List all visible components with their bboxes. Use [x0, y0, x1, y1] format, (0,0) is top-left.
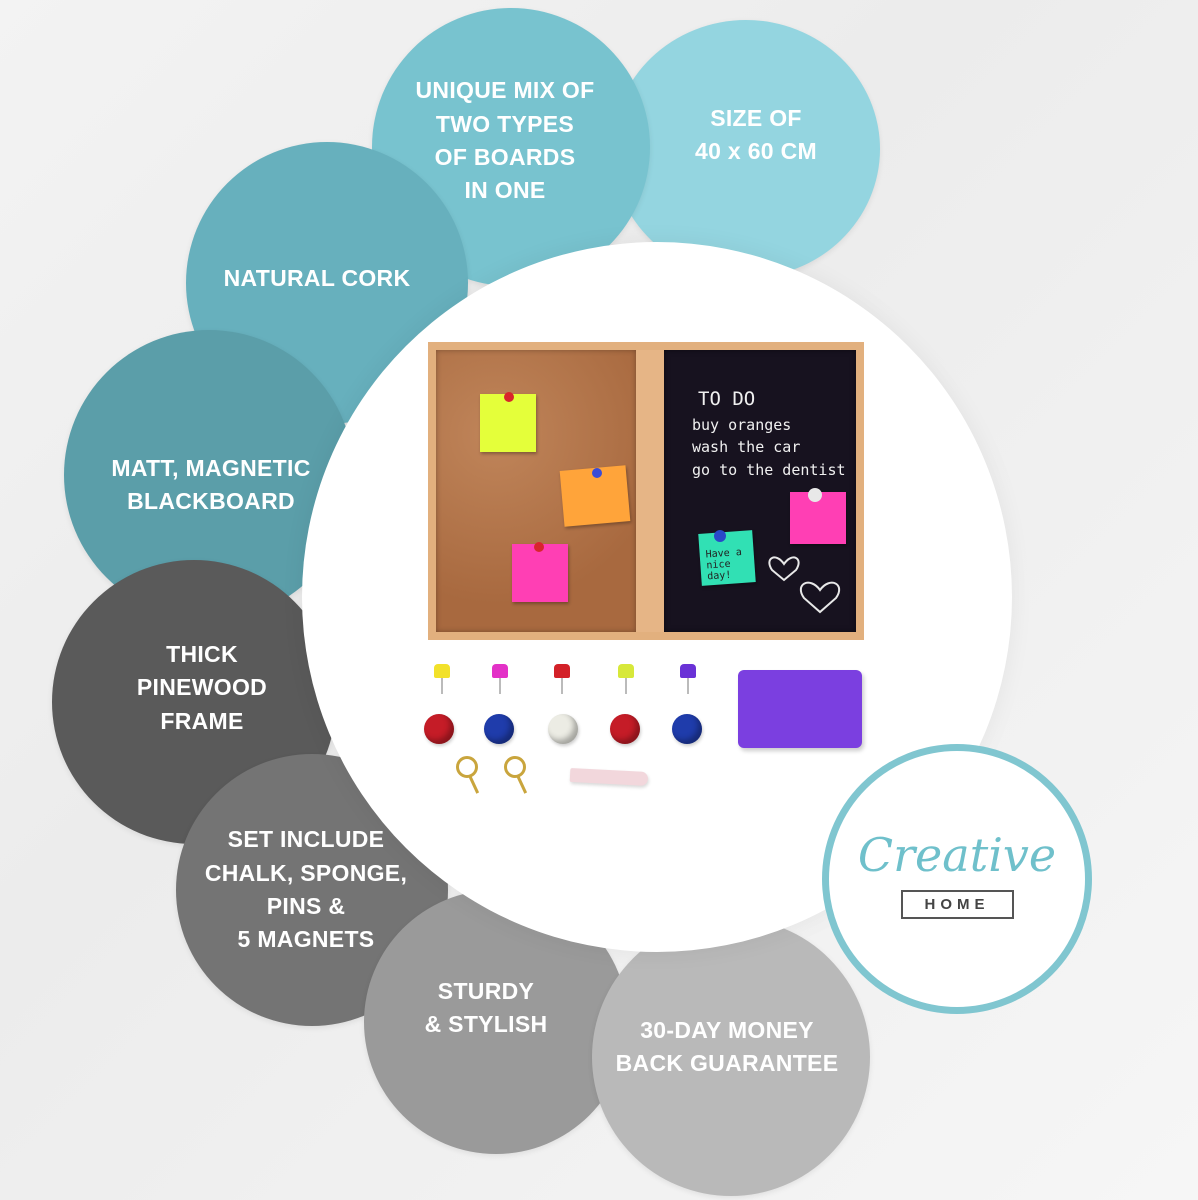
red-pin-icon — [504, 392, 514, 402]
screw-hook-icon-2 — [500, 754, 534, 800]
feature-bubble-size: SIZE OF 40 x 60 CM — [612, 20, 880, 278]
magnet-red-icon — [422, 712, 458, 748]
white-magnet-icon — [808, 488, 822, 502]
cork-line-1: NATURAL CORK — [223, 265, 411, 292]
pink-sticky-note — [512, 544, 568, 602]
yellow-sticky-note — [480, 394, 536, 452]
screw-hook-icon — [452, 754, 486, 800]
pushpin-red-icon — [548, 662, 578, 702]
thick-line-1: THICK — [166, 640, 238, 667]
chalk-line-todo: TO DO — [698, 388, 756, 410]
matt-line-2: BLACKBOARD — [127, 488, 295, 514]
frame-divider — [636, 350, 664, 632]
mix-line-1: UNIQUE MIX OF — [415, 77, 595, 104]
blue-pin-icon — [592, 468, 602, 478]
blackboard-panel: TO DO buy oranges wash the car go to the… — [664, 350, 856, 632]
pushpin-lime-icon — [612, 662, 642, 702]
red-pin-icon-2 — [534, 542, 544, 552]
chalk-hearts-icon — [768, 556, 841, 614]
magnet-red-icon-2 — [608, 712, 644, 748]
set-line-4: 5 MAGNETS — [237, 926, 375, 953]
sponge-eraser-icon — [738, 670, 862, 748]
logo-ribbon: HOME — [900, 889, 1014, 919]
chalk-line-dentist: go to the dentist — [692, 461, 846, 479]
magnet-white-icon — [546, 712, 582, 748]
matt-line-1: MATT, MAGNETIC — [111, 454, 311, 481]
pushpin-pink-icon — [486, 662, 516, 702]
pushpin-yellow-icon — [428, 662, 458, 702]
mix-line-4: IN ONE — [464, 177, 546, 204]
green-sticky-note: Have a nice day! — [698, 530, 756, 586]
chalk-line-oranges: buy oranges — [692, 416, 792, 434]
magnet-blue-icon — [482, 712, 518, 748]
logo-wordmark: Creative — [857, 827, 1057, 882]
pushpin-purple-icon — [674, 662, 704, 702]
sturdy-line-1: STURDY — [437, 977, 535, 1004]
magnet-blue-icon-2 — [670, 712, 706, 748]
logo-ribbon-text: HOME — [924, 895, 990, 913]
mix-line-3: OF BOARDS — [434, 144, 576, 170]
size-line-1: SIZE OF — [710, 104, 802, 131]
money-line-2: BACK GUARANTEE — [615, 1050, 839, 1076]
money-line-1: 30-DAY MONEY — [640, 1016, 814, 1043]
chalk-line-car: wash the car — [692, 438, 801, 456]
creative-home-logo: Creative HOME — [822, 744, 1092, 1014]
set-line-1: SET INCLUDE — [227, 826, 385, 853]
mix-line-2: TWO TYPES — [435, 110, 575, 137]
set-line-3: PINS & — [266, 893, 346, 919]
thick-line-3: FRAME — [160, 707, 244, 734]
set-line-2: CHALK, SPONGE, — [204, 859, 408, 886]
thick-line-2: PINEWOOD — [136, 674, 268, 701]
feature-bubble-money: 30-DAY MONEY BACK GUARANTEE — [592, 918, 870, 1196]
combo-board-image: TO DO buy oranges wash the car go to the… — [428, 342, 864, 640]
blue-magnet-icon — [714, 530, 726, 542]
green-note-text: Have a nice day! — [705, 546, 743, 583]
size-line-2: 40 x 60 CM — [695, 138, 817, 164]
sturdy-line-2: & STYLISH — [424, 1011, 548, 1037]
cork-panel — [436, 350, 636, 632]
